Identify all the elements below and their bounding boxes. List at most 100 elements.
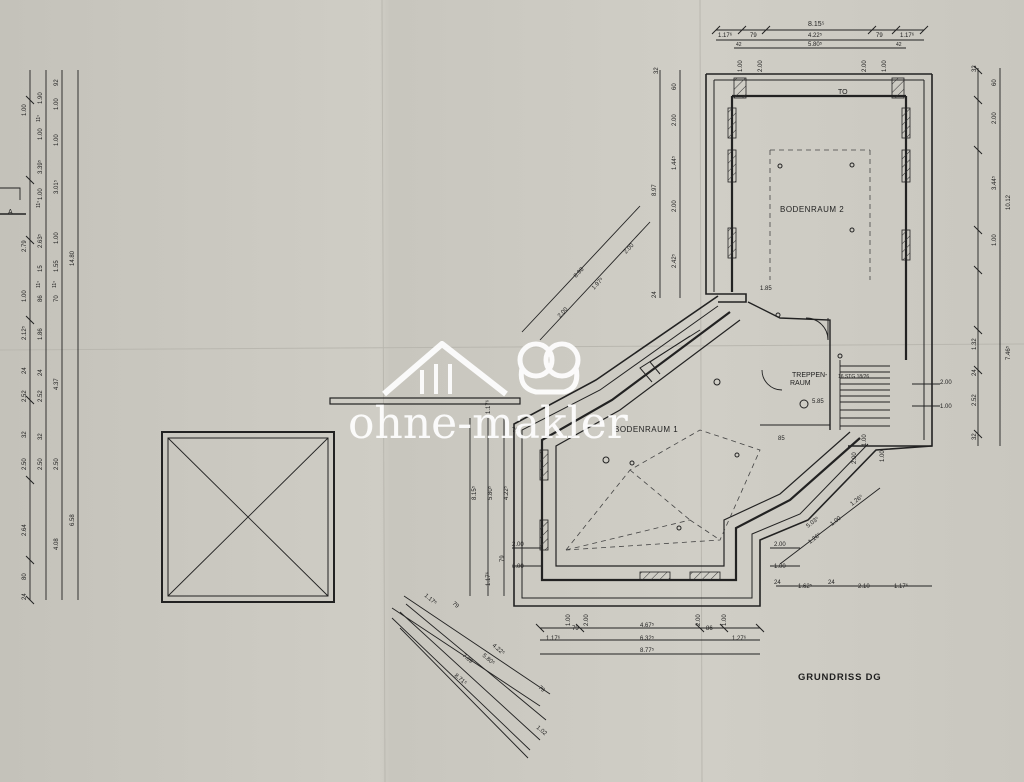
cl-2: 5.80⁵ bbox=[487, 485, 494, 500]
du-1: 8.98 bbox=[573, 266, 586, 279]
left-small-2: 11⁵ bbox=[36, 201, 42, 208]
left-small-3: 11⁵ bbox=[36, 281, 42, 288]
br-4: 2.10 bbox=[858, 584, 870, 590]
br-5: 1.17⁶ bbox=[894, 583, 909, 590]
right-3: 2.00 bbox=[992, 112, 998, 124]
br-1: 24 bbox=[774, 580, 781, 586]
top-small-1: 42 bbox=[736, 42, 742, 48]
left-total-2: 6.58 bbox=[70, 514, 76, 526]
dbl-8: 1.02 bbox=[535, 725, 548, 738]
lc3-7: 70 bbox=[54, 295, 60, 302]
right-1: 32 bbox=[972, 65, 978, 72]
lc3-9: 2.50 bbox=[54, 458, 60, 470]
lc2-3: 3.39⁵ bbox=[37, 159, 44, 174]
top-v1: 1.00 bbox=[738, 60, 744, 72]
lc3-3: 1.00 bbox=[54, 134, 60, 146]
cl-5: 1.17⁶ bbox=[485, 571, 492, 586]
bottom-r3-2: 6.32⁵ bbox=[640, 635, 655, 642]
lc2-2: 1.00 bbox=[38, 128, 44, 140]
right-6: 1.32 bbox=[972, 338, 978, 350]
right-total-1: 10.12 bbox=[1006, 194, 1012, 210]
mv-1: 32 bbox=[654, 67, 660, 74]
top-v4: 1.00 bbox=[882, 60, 888, 72]
connecting-beam bbox=[329, 397, 521, 405]
dbl-5: 5.80⁵ bbox=[481, 652, 497, 667]
dim-bottom-100: 1.00 bbox=[880, 450, 886, 462]
square-roof-plan bbox=[161, 431, 335, 603]
room-label-bodenraum-1: BODENRAUM 1 bbox=[614, 425, 678, 434]
lc3-2: 1.00 bbox=[54, 98, 60, 110]
plan-labels: BODENRAUM 2 BODENRAUM 1 TREPPEN- RAUM 16… bbox=[8, 21, 1012, 737]
lc1-8: 2.50 bbox=[22, 458, 28, 470]
lc2-5: 2.63⁵ bbox=[37, 233, 44, 248]
lc3-4: 3.01⁵ bbox=[53, 179, 60, 194]
dbl-3: 4.22⁵ bbox=[491, 642, 507, 657]
room-label-bodenraum-2: BODENRAUM 2 bbox=[780, 205, 844, 214]
lc3-1: 92 bbox=[54, 79, 60, 86]
ct-2: 79 bbox=[512, 428, 519, 434]
lc1-3: 1.00 bbox=[22, 290, 28, 302]
plan-title: GRUNDRISS DG bbox=[798, 672, 882, 683]
dr-3: 1.00 bbox=[830, 515, 843, 527]
lc1-4: 2.12⁵ bbox=[21, 325, 28, 340]
lc1-11: 24 bbox=[22, 593, 28, 600]
dimension-lines bbox=[0, 29, 1001, 759]
dimension-ticks bbox=[25, 25, 983, 633]
roof-outline bbox=[565, 149, 871, 551]
dbl-6: 7.09 bbox=[461, 653, 474, 666]
ceiling-markers bbox=[602, 162, 855, 531]
lc3-8: 4.37 bbox=[54, 378, 60, 390]
top-d5: 1.17⁶ bbox=[900, 32, 915, 39]
lc2-13: 4.08 bbox=[54, 538, 60, 550]
lc2-12: 2.50 bbox=[38, 458, 44, 470]
room-label-treppenraum-line2: RAUM bbox=[790, 380, 811, 387]
mv-7: 24 bbox=[652, 291, 658, 298]
mid-right-200: 2.00 bbox=[774, 542, 786, 548]
mv-4: 1.44⁵ bbox=[671, 155, 678, 170]
left-small-4: 11⁵ bbox=[52, 281, 58, 288]
cl-1: 8.15⁵ bbox=[471, 485, 478, 500]
bottom-r1-4: 1.00 bbox=[722, 614, 728, 626]
dbl-7: 8.71⁵ bbox=[453, 672, 469, 687]
lc1-9: 2.64 bbox=[22, 524, 28, 536]
cl-3: 4.22⁵ bbox=[503, 485, 510, 500]
room-label-treppenraum-line1: TREPPEN- bbox=[792, 372, 828, 379]
right-4: 3.44⁵ bbox=[991, 175, 998, 190]
right-9: 32 bbox=[972, 433, 978, 440]
left-side-100: 1.00 bbox=[512, 564, 524, 570]
top-v3: 2.00 bbox=[862, 60, 868, 72]
du-4: 2.00 bbox=[623, 242, 636, 255]
mv-6: 2.42⁵ bbox=[671, 253, 678, 268]
dr-1: 5.03⁵ bbox=[805, 515, 821, 530]
stairs bbox=[839, 360, 890, 430]
lc1-10: 80 bbox=[22, 573, 28, 580]
dbl-1: 1.17⁶ bbox=[423, 592, 439, 607]
lc2-11: 32 bbox=[38, 433, 44, 440]
right-2: 60 bbox=[992, 79, 998, 86]
left-side-200: 2.00 bbox=[512, 542, 524, 548]
right-5: 1.00 bbox=[992, 234, 998, 246]
stair-note: 16 STG 18/26 bbox=[838, 374, 869, 380]
left-small-1: 11⁵ bbox=[36, 115, 42, 122]
mid-right-100: 1.00 bbox=[774, 564, 786, 570]
section-mark: A bbox=[8, 209, 13, 216]
lc1-1: 1.00 bbox=[22, 104, 28, 116]
bottom-r1-1: 1.00 bbox=[566, 614, 572, 626]
top-d3: 4.22⁵ bbox=[808, 32, 823, 39]
dim-right-200: 2.00 bbox=[852, 452, 858, 464]
lc3-5: 1.00 bbox=[54, 232, 60, 244]
lc3-6: 1.55 bbox=[54, 260, 60, 272]
top-d1: 1.17⁶ bbox=[718, 32, 733, 39]
bottom-r1-3: 2.00 bbox=[696, 614, 702, 626]
lc2-10: 2.52 bbox=[38, 390, 44, 402]
lc1-7: 32 bbox=[22, 431, 28, 438]
lc1-5: 24 bbox=[22, 367, 28, 374]
dbl-2: 79 bbox=[451, 601, 460, 610]
top-d4: 79 bbox=[876, 33, 883, 39]
lc2-8: 1.86 bbox=[38, 328, 44, 340]
bottom-r3-1: 1.17⁶ bbox=[546, 635, 561, 642]
to-label: TO bbox=[838, 89, 848, 96]
bottom-r2-2: 4.67⁵ bbox=[640, 622, 655, 629]
